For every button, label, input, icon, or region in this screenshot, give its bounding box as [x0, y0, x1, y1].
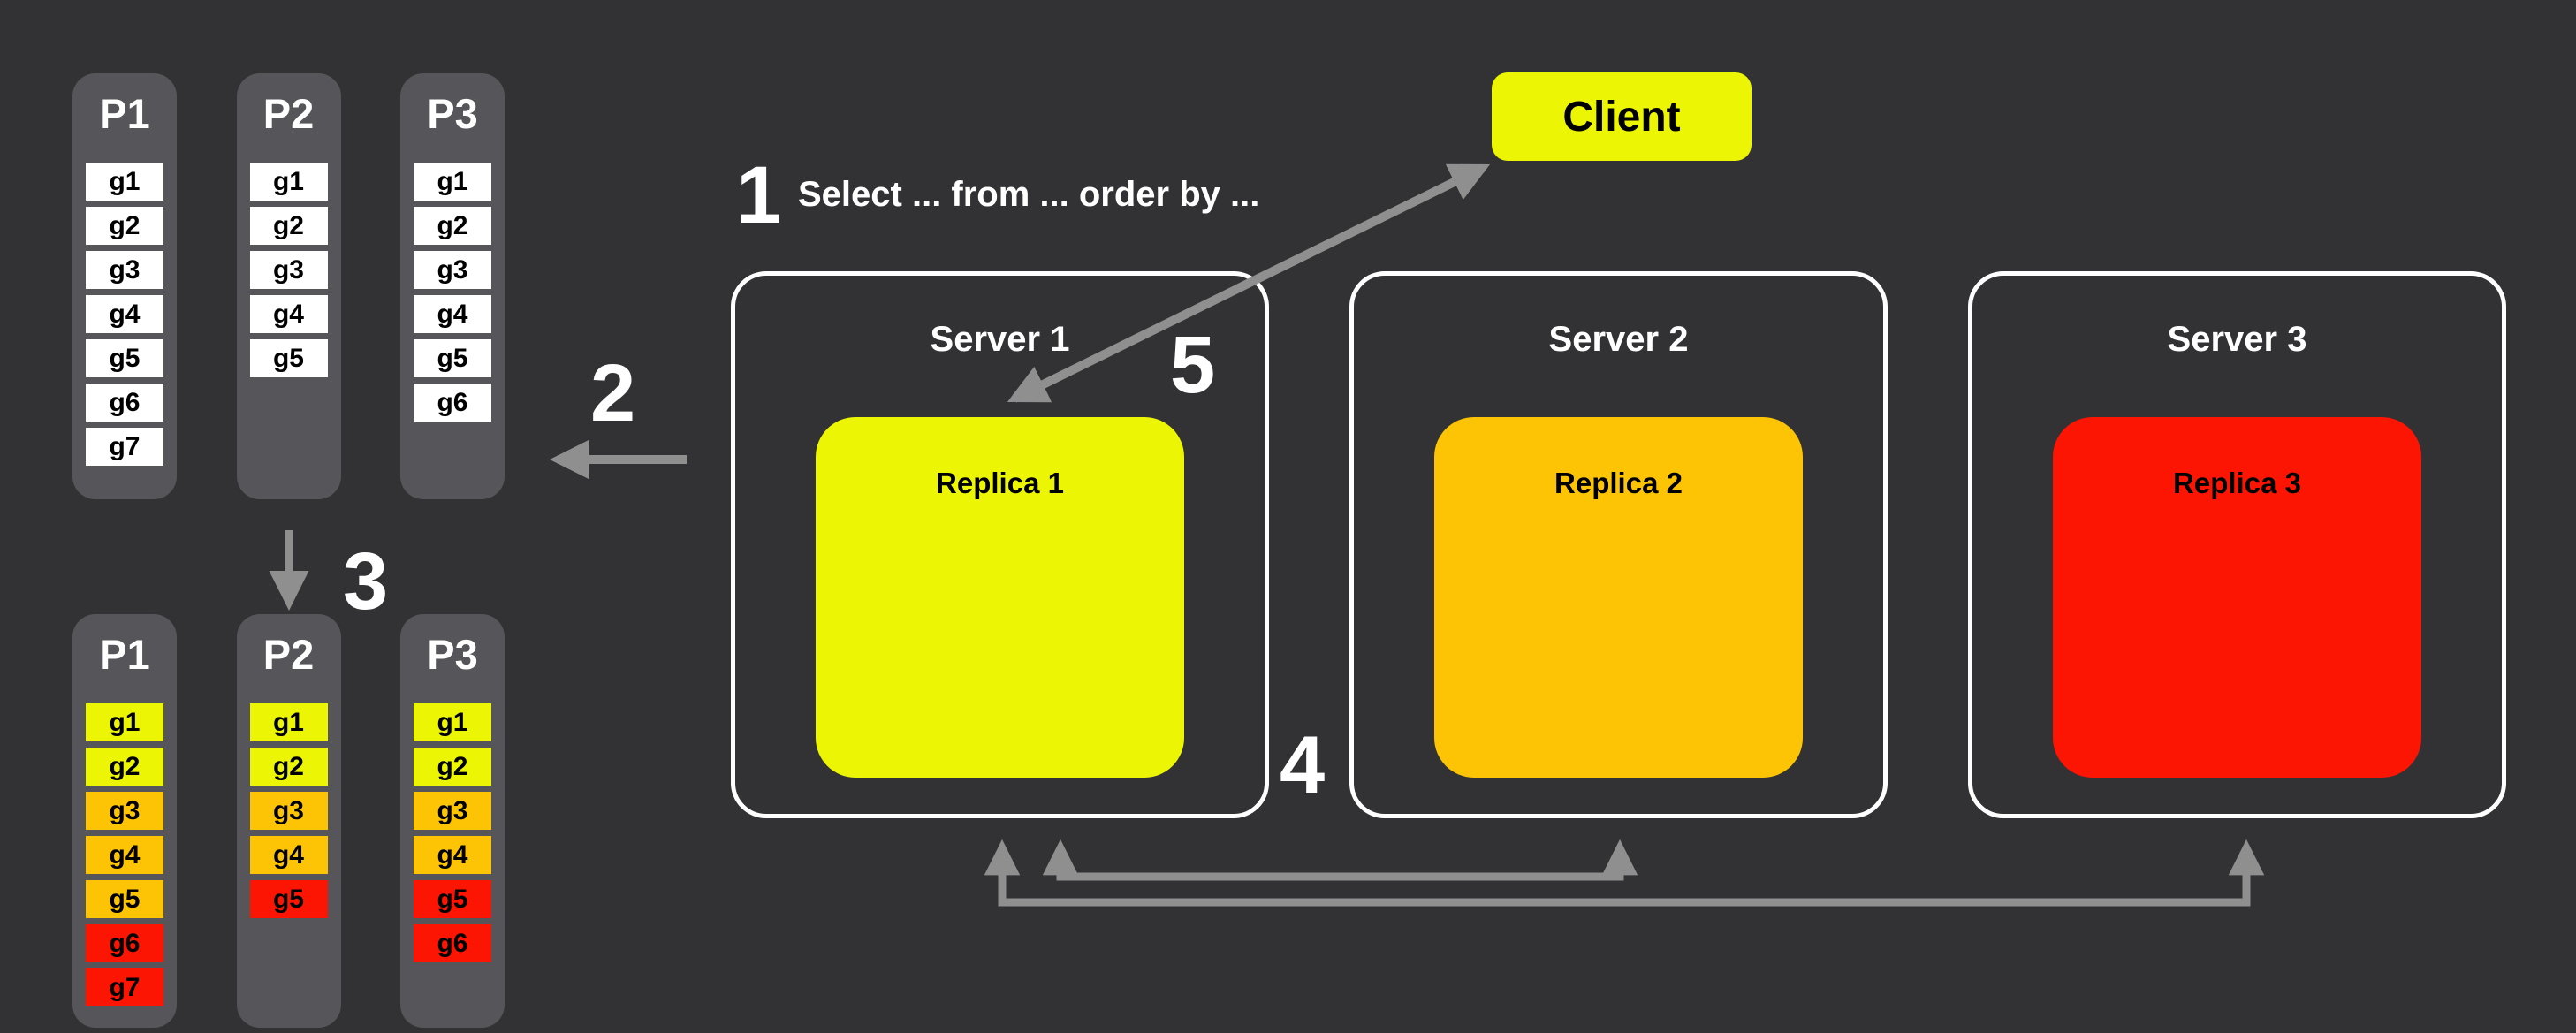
group-cell-g4: g4 — [414, 295, 491, 333]
group-cell-g2: g2 — [249, 207, 328, 245]
group-cell-g2: g2 — [86, 748, 163, 786]
partition-title: P2 — [262, 90, 315, 137]
partition-title: P3 — [427, 90, 478, 137]
client-box: Client — [1492, 72, 1752, 161]
partition-column-after-p1: P1 g1 g2 g3 g4 g5 g6 g7 — [72, 614, 177, 1028]
step-5-number: 5 — [1170, 320, 1215, 410]
replica-label: Replica 1 — [936, 467, 1064, 499]
step-1-query-text: Select ... from ... order by ... — [798, 175, 1260, 214]
partition-title: P1 — [99, 90, 150, 137]
group-cell-g5: g5 — [86, 339, 163, 377]
partition-title: P1 — [99, 631, 150, 678]
group-cell-g5: g5 — [86, 880, 163, 918]
step-2-number: 2 — [590, 348, 635, 438]
partition-cells: g1 g2 g3 g4 g5 — [249, 703, 328, 924]
group-cell-g1: g1 — [86, 703, 163, 741]
group-cell-g2: g2 — [414, 207, 491, 245]
group-cell-g6: g6 — [86, 384, 163, 422]
partition-column-after-p3: P3 g1 g2 g3 g4 g5 g6 — [400, 614, 505, 1028]
server-box-2: Server 2 Replica 2 — [1349, 271, 1888, 818]
partition-cells: g1 g2 g3 g4 g5 — [249, 163, 328, 384]
server-title: Server 3 — [2167, 320, 2307, 359]
group-cell-g3: g3 — [86, 251, 163, 289]
group-cell-g2: g2 — [414, 748, 491, 786]
group-cell-g5: g5 — [414, 880, 491, 918]
group-cell-g1: g1 — [249, 703, 328, 741]
partition-cells: g1 g2 g3 g4 g5 g6 g7 — [86, 163, 163, 472]
group-cell-g5: g5 — [249, 880, 328, 918]
partition-cells: g1 g2 g3 g4 g5 g6 — [414, 163, 491, 428]
replica-label: Replica 2 — [1554, 467, 1683, 499]
group-cell-g2: g2 — [86, 207, 163, 245]
step-3-number: 3 — [343, 536, 388, 627]
group-cell-g4: g4 — [414, 836, 491, 874]
partition-title: P3 — [427, 631, 478, 678]
group-cell-g5: g5 — [249, 339, 328, 377]
group-cell-g4: g4 — [249, 295, 328, 333]
group-cell-g6: g6 — [414, 924, 491, 962]
group-cell-g1: g1 — [249, 163, 328, 201]
group-cell-g6: g6 — [414, 384, 491, 422]
group-cell-g4: g4 — [249, 836, 328, 874]
group-cell-g2: g2 — [249, 748, 328, 786]
partition-title: P2 — [262, 631, 315, 678]
replica-box-1: Replica 1 — [816, 417, 1184, 778]
partition-column-after-p2: P2 g1 g2 g3 g4 g5 — [236, 614, 341, 1028]
replica-box-2: Replica 2 — [1434, 417, 1803, 778]
group-cell-g3: g3 — [414, 792, 491, 830]
partition-column-before-p1: P1 g1 g2 g3 g4 g5 g6 g7 — [72, 73, 177, 499]
replica-box-3: Replica 3 — [2053, 417, 2421, 778]
step-4-number: 4 — [1280, 720, 1325, 810]
partition-cells: g1 g2 g3 g4 g5 g6 g7 — [86, 703, 163, 1013]
replica-label: Replica 3 — [2173, 467, 2301, 499]
server-title: Server 2 — [1548, 320, 1689, 359]
group-cell-g4: g4 — [86, 295, 163, 333]
partition-column-before-p3: P3 g1 g2 g3 g4 g5 g6 — [400, 73, 505, 499]
gossip-arrow-server1-server2 — [1042, 839, 1638, 881]
group-cell-g1: g1 — [86, 163, 163, 201]
group-cell-g1: g1 — [414, 703, 491, 741]
server-box-3: Server 3 Replica 3 — [1968, 271, 2506, 818]
partition-cells: g1 g2 g3 g4 g5 g6 — [414, 703, 491, 968]
group-cell-g6: g6 — [86, 924, 163, 962]
group-cell-g7: g7 — [86, 428, 163, 466]
group-cell-g3: g3 — [249, 792, 328, 830]
group-cell-g3: g3 — [414, 251, 491, 289]
group-cell-g5: g5 — [414, 339, 491, 377]
group-cell-g3: g3 — [249, 251, 328, 289]
partition-column-before-p2: P2 g1 g2 g3 g4 g5 — [236, 73, 341, 499]
group-cell-g4: g4 — [86, 836, 163, 874]
step-1-number: 1 — [736, 150, 781, 240]
gossip-arrow-server1-server3 — [984, 839, 2265, 907]
group-cell-g7: g7 — [86, 968, 163, 1006]
group-cell-g3: g3 — [86, 792, 163, 830]
group-cell-g1: g1 — [414, 163, 491, 201]
